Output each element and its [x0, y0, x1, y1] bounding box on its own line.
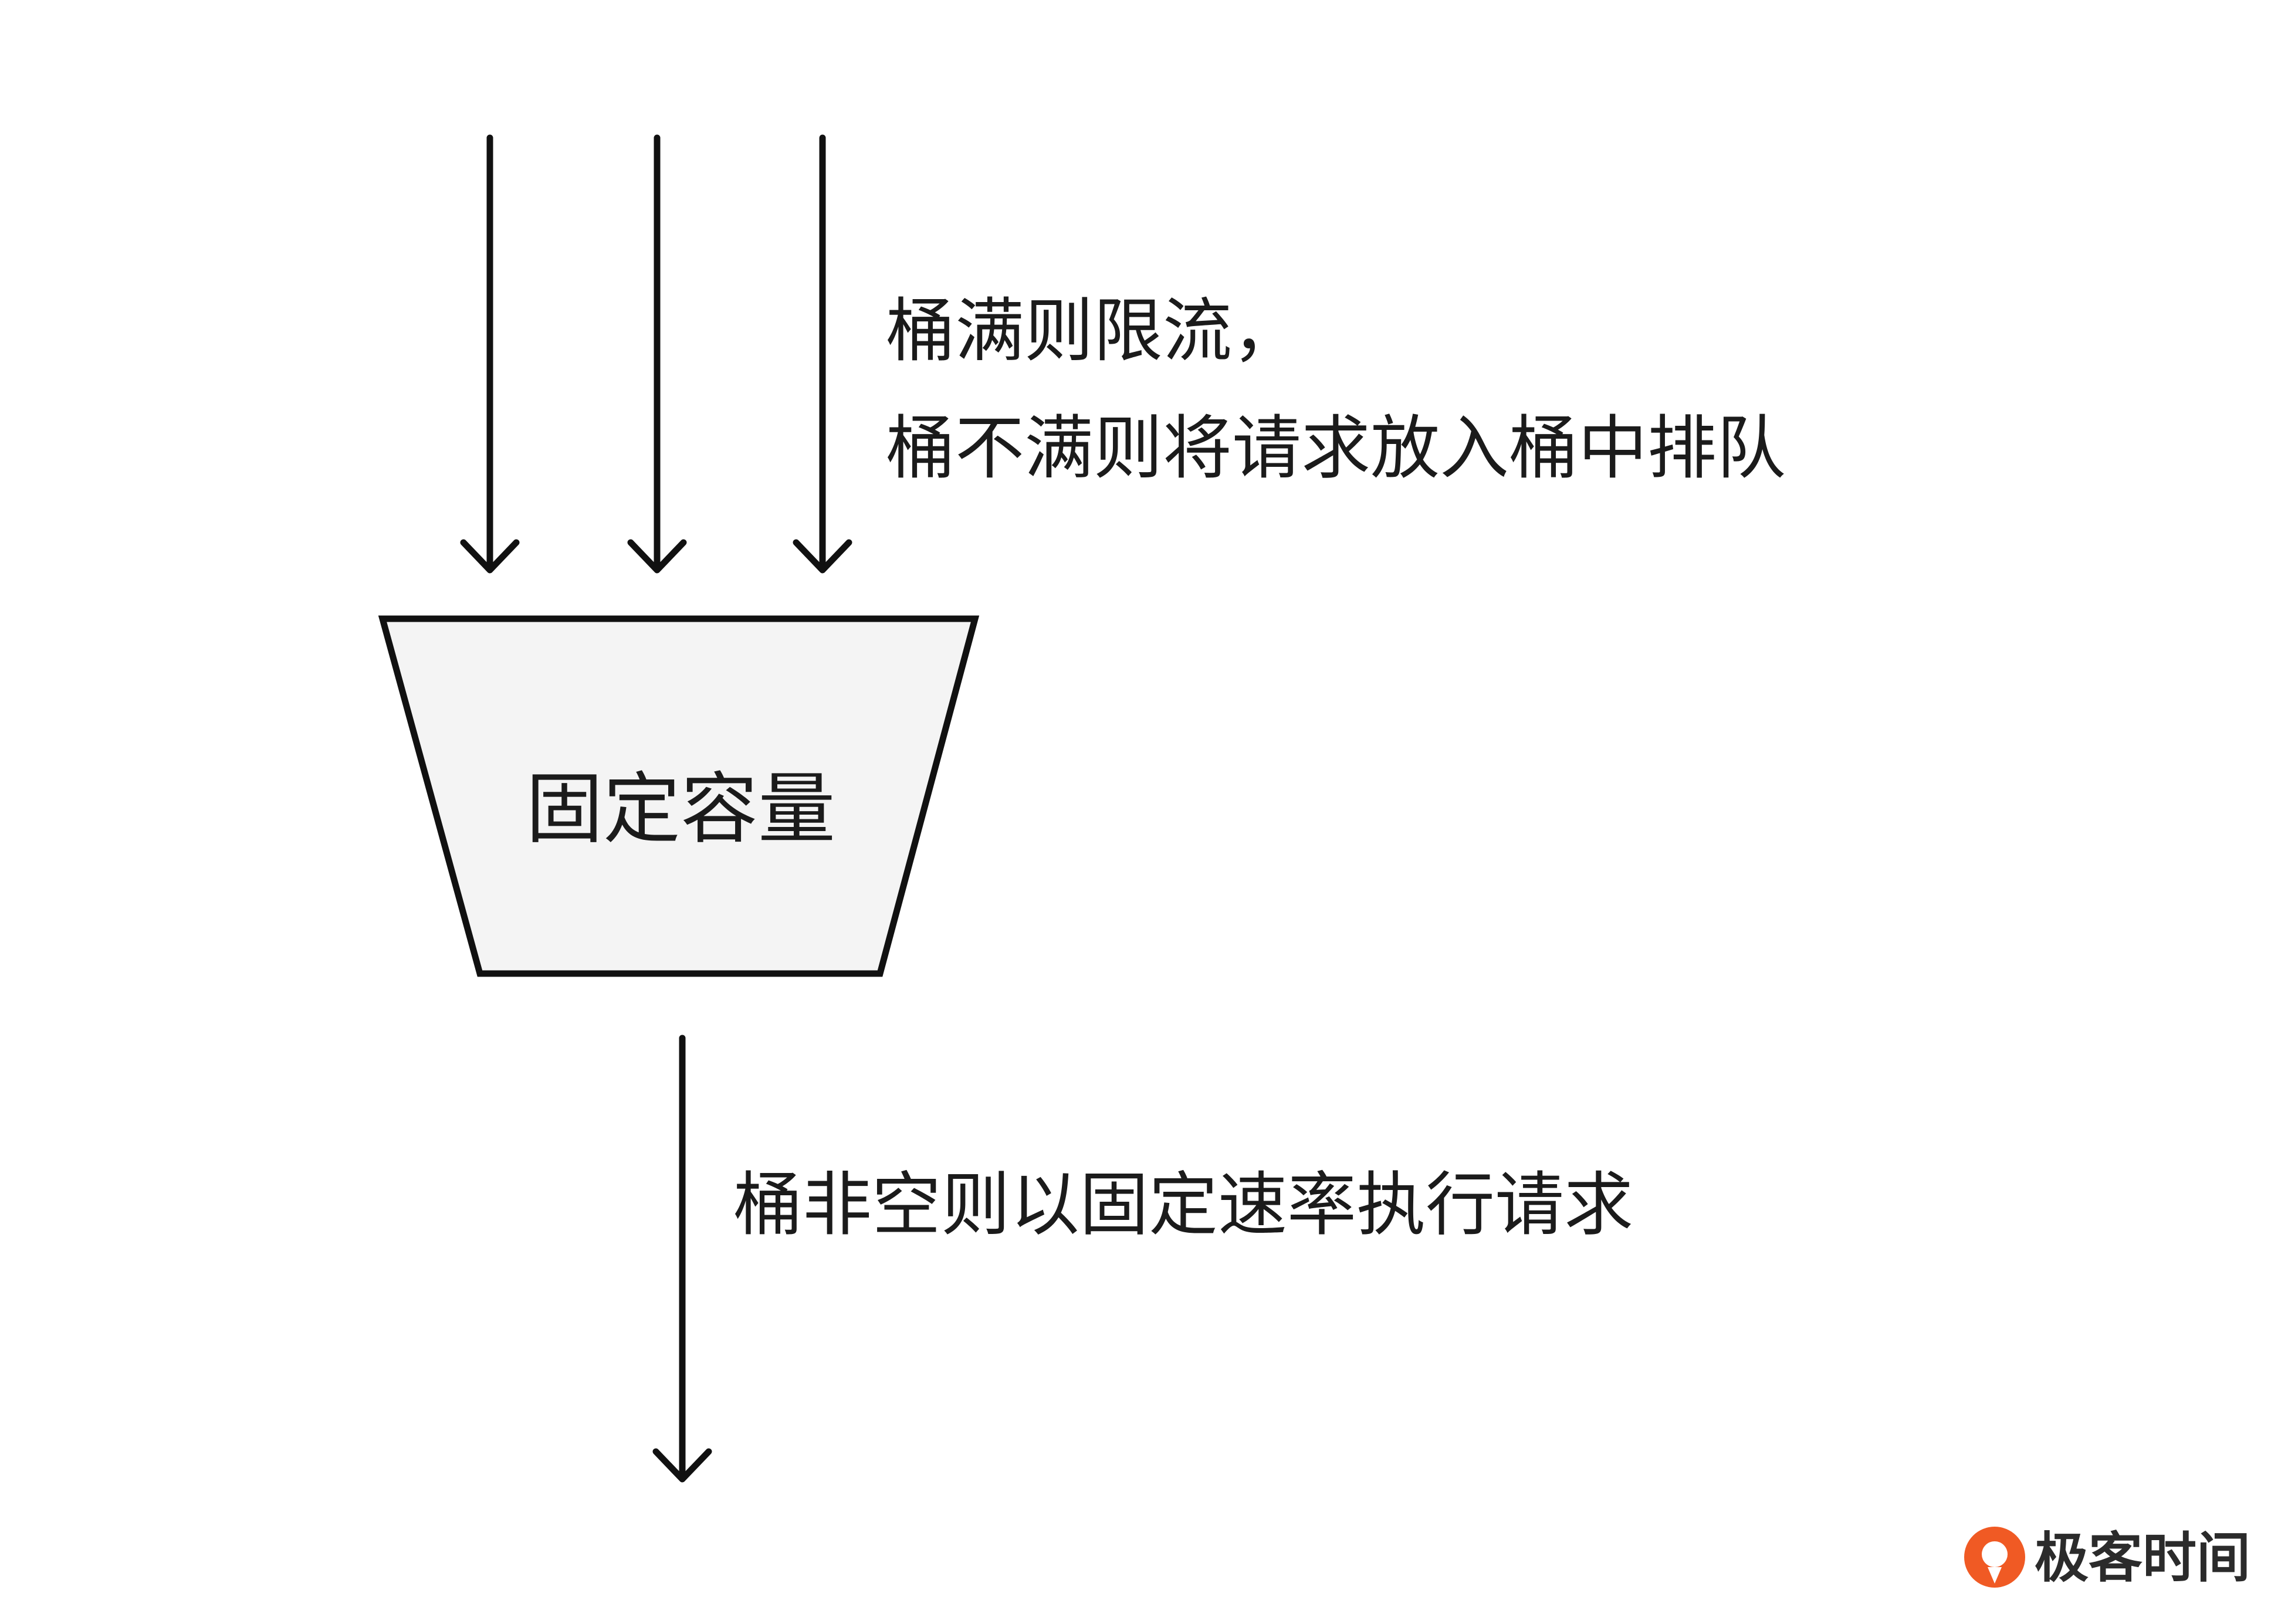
incoming-arrow-2: [627, 134, 687, 574]
watermark-text: 极客时间: [2035, 1527, 2250, 1589]
bottom-note: 桶非空则以固定速率执行请求: [733, 1164, 1633, 1245]
bucket-shape: [378, 615, 980, 977]
top-note-line-1: 桶满则限流，: [886, 290, 1301, 371]
geektime-logo: 极客时间: [1964, 1527, 2250, 1589]
top-note-line-2: 桶不满则将请求放入桶中排队: [886, 408, 1786, 489]
outgoing-arrow: [652, 1035, 712, 1483]
geektime-logo-icon: [1964, 1527, 2025, 1588]
incoming-arrow-3: [793, 134, 852, 574]
bucket-label: 固定容量: [526, 764, 835, 855]
incoming-arrow-1: [460, 134, 520, 574]
